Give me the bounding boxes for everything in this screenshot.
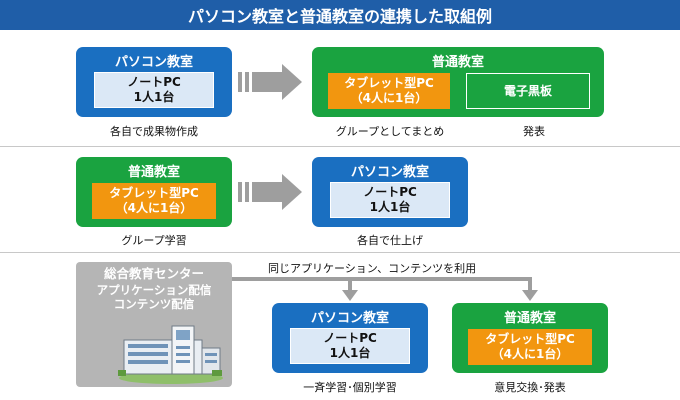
caption-normal-row1-left: グループとしてまとめ: [335, 125, 445, 138]
blackboard-label: 電子黒板: [503, 83, 552, 98]
center-title: 総合教育センター: [103, 266, 204, 281]
pc-room-title: パソコン教室: [310, 311, 389, 326]
device-name: ノートPC: [363, 185, 417, 199]
caption-pc-row2: 各自で仕上げ: [357, 234, 423, 247]
normal-room-box-row2: 普通教室 タブレット型PC （4人に1台）: [76, 157, 232, 227]
row-divider-1: [0, 146, 680, 147]
device-ratio: （4人に1台）: [350, 91, 428, 105]
tablet-pc-panel: タブレット型PC （4人に1台）: [328, 73, 450, 109]
pc-room-title: パソコン教室: [350, 165, 429, 180]
notebook-pc-panel: ノートPC 1人1台: [330, 182, 450, 218]
device-name: ノートPC: [127, 75, 181, 89]
flow-label: 同じアプリケーション、コンテンツを利用: [268, 262, 477, 275]
pc-room-box-row2: パソコン教室 ノートPC 1人1台: [312, 157, 468, 227]
normal-room-box-row3: 普通教室 タブレット型PC （4人に1台）: [452, 303, 608, 373]
normal-room-box-row1: 普通教室 タブレット型PC （4人に1台） 電子黒板: [312, 47, 604, 117]
device-ratio: （4人に1台）: [491, 347, 569, 361]
pc-room-title: パソコン教室: [114, 55, 193, 70]
education-center-box: 総合教育センター アプリケーション配信 コンテンツ配信: [76, 262, 232, 387]
tablet-pc-panel: タブレット型PC （4人に1台）: [468, 329, 592, 365]
device-name: タブレット型PC: [344, 76, 434, 90]
center-sub-line1: アプリケーション配信: [96, 283, 212, 297]
device-name: ノートPC: [323, 331, 377, 345]
tablet-pc-panel: タブレット型PC （4人に1台）: [92, 183, 216, 219]
notebook-pc-panel: ノートPC 1人1台: [94, 72, 214, 108]
device-name: タブレット型PC: [109, 186, 199, 200]
device-ratio: 1人1台: [329, 346, 371, 360]
caption-normal-row3: 意見交換･発表: [494, 381, 566, 394]
normal-room-title: 普通教室: [127, 165, 180, 180]
pc-room-box-row1: パソコン教室 ノートPC 1人1台: [76, 47, 232, 117]
arrow-right-row1: [238, 64, 302, 100]
device-ratio: （4人に1台）: [115, 201, 193, 215]
electronic-blackboard-panel: 電子黒板: [466, 73, 590, 109]
pc-room-box-row3: パソコン教室 ノートPC 1人1台: [272, 303, 428, 373]
distribution-arrows: [232, 277, 538, 301]
arrow-right-row2: [238, 174, 302, 210]
device-ratio: 1人1台: [369, 200, 411, 214]
normal-room-title: 普通教室: [431, 55, 484, 70]
row-divider-2: [0, 252, 680, 253]
normal-room-title: 普通教室: [503, 311, 556, 326]
notebook-pc-panel: ノートPC 1人1台: [290, 328, 410, 364]
center-sub-line2: コンテンツ配信: [113, 297, 195, 311]
school-building-icon: [118, 325, 223, 384]
device-ratio: 1人1台: [133, 90, 175, 104]
page-title: パソコン教室と普通教室の連携した取組例: [0, 0, 680, 30]
device-name: タブレット型PC: [485, 332, 575, 346]
caption-pc-row3: 一斉学習･個別学習: [303, 381, 397, 394]
caption-pc-row1: 各自で成果物作成: [110, 125, 198, 138]
caption-normal-row2: グループ学習: [121, 234, 187, 247]
caption-normal-row1-right: 発表: [523, 125, 545, 138]
